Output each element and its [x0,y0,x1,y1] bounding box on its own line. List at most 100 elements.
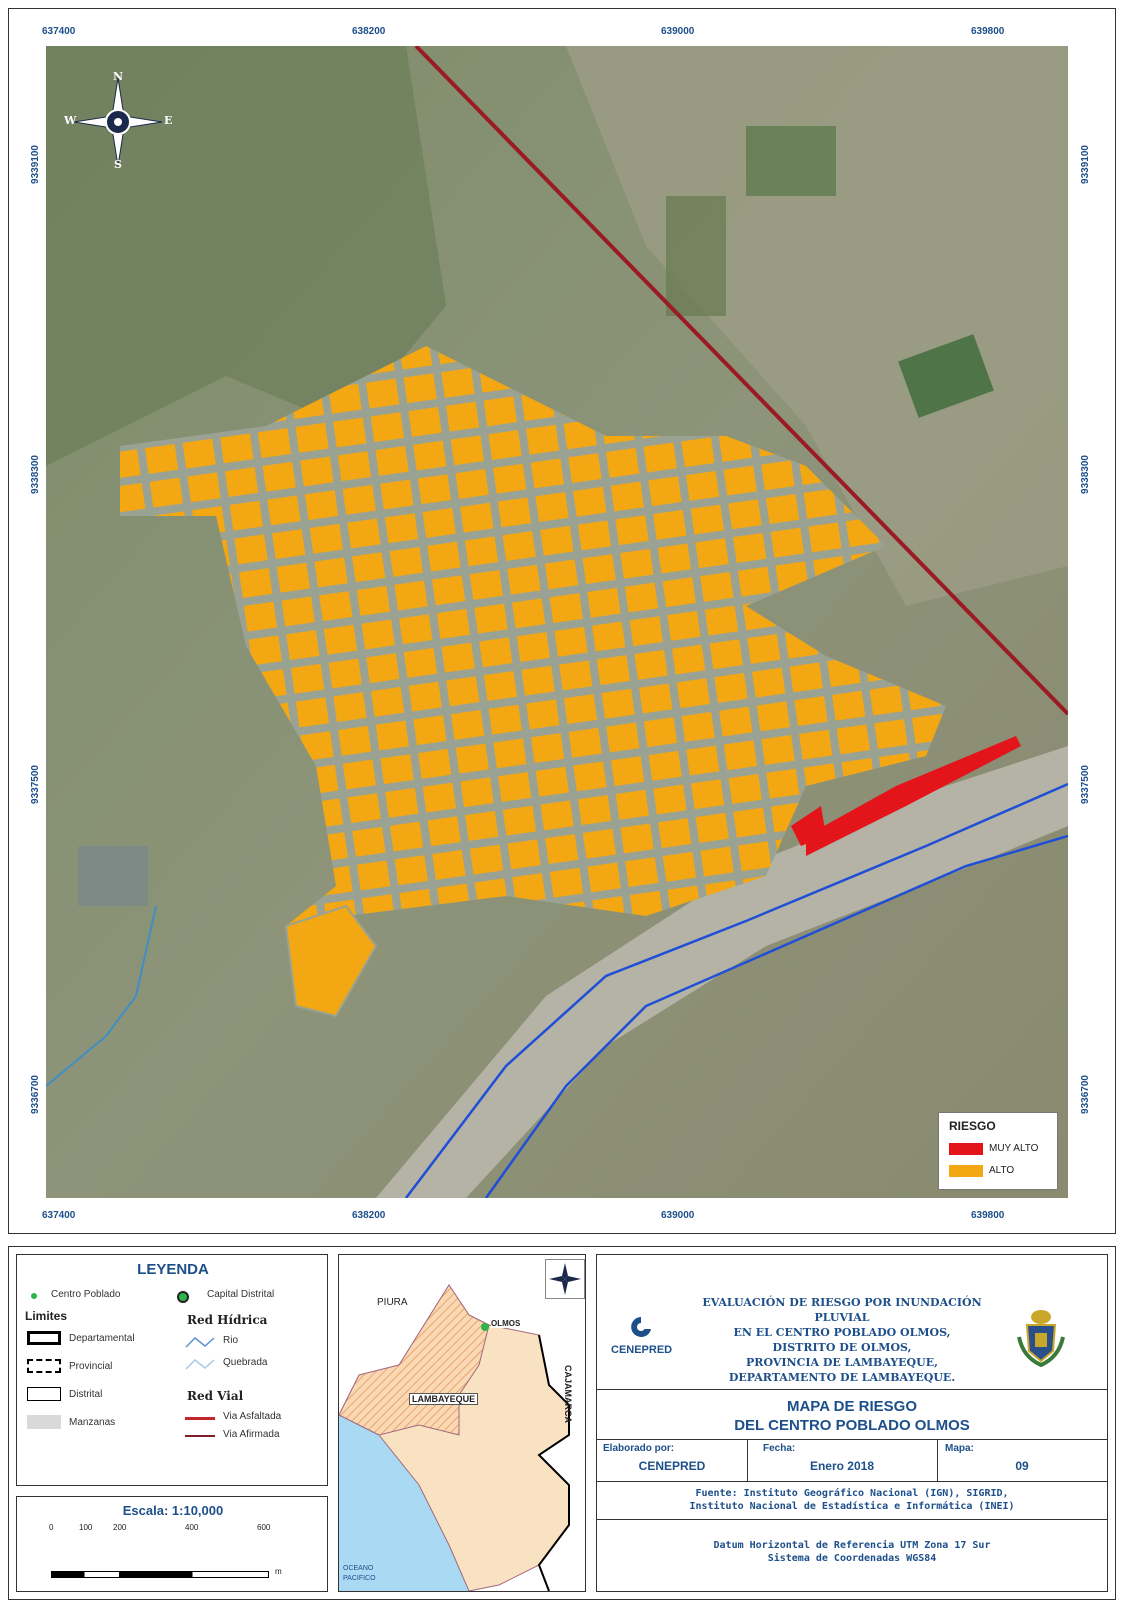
y-tick-right-4: 9336700 [1080,1075,1091,1114]
bottom-panel-frame [8,1246,1116,1600]
y-tick-right-2: 9338300 [1080,455,1091,494]
cenepred-logo-text: CENEPRED [611,1344,673,1356]
x-tick-top-4: 639800 [971,26,1005,37]
map-title: MAPA DE RIESGO DEL CENTRO POBLADO OLMOS [597,1397,1107,1435]
manzanas-swatch [27,1415,61,1429]
description-line-2: EN EL CENTRO POBLADO OLMOS, [733,1326,951,1339]
limites-title: Limites [25,1309,68,1323]
divider-2 [597,1439,1107,1440]
green-field-3 [666,196,726,316]
elaborado-value: CENEPRED [638,1459,706,1473]
inset-compass-icon [549,1263,581,1295]
divider-3 [597,1481,1107,1482]
inset-map-box: PIURA OLMOS LAMBAYEQUE CAJAMARCA OCEANO … [338,1254,586,1592]
river-line-1 [405,782,1068,1198]
distrital-label: Distrital [69,1389,103,1400]
map-frame [8,8,1116,1234]
scale-tick-600: 600 [257,1523,271,1532]
scale-tick-400: 400 [185,1523,199,1532]
x-tick-top-3: 639000 [661,26,695,37]
olmos-point [481,1323,489,1331]
farm-fields [566,46,1068,606]
green-field-1 [746,126,836,196]
stream-line [46,905,157,1087]
scale-tick-0: 0 [49,1523,54,1532]
inset-compass [545,1259,585,1299]
description-block: EVALUACIÓN DE RIESGO POR INUNDACIÓN PLUV… [677,1295,1007,1385]
risk-swatch-muy-alto [949,1143,983,1155]
datum-block: Datum Horizontal de Referencia UTM Zona … [597,1539,1107,1565]
y-tick-left-2: 9338300 [30,455,41,494]
river-line-2 [484,834,1068,1198]
y-tick-right-1: 9339100 [1080,145,1091,184]
elaborado-label: Elaborado por: [603,1443,675,1454]
map-title-line-2: DEL CENTRO POBLADO OLMOS [734,1417,970,1434]
divider-v-2 [937,1439,938,1481]
map-title-line-1: MAPA DE RIESGO [786,1398,917,1415]
centro-poblado-icon [31,1293,37,1299]
divider-v-1 [747,1439,748,1481]
department-border [537,1334,570,1591]
risk-swatch-alto [949,1165,983,1177]
departamental-swatch [27,1331,61,1345]
scale-unit: m [275,1567,282,1576]
urban-blocks-muy-alto-2 [791,806,826,846]
north-arrow: N S W E [64,70,172,171]
capital-distrital-label: Capital Distrital [207,1289,275,1300]
legend-title: LEYENDA [137,1261,209,1278]
risk-label-muy-alto: MUY ALTO [989,1143,1039,1154]
inset-label-pacifico: PACIFICO [343,1575,376,1582]
highway [414,46,1068,716]
description-line-3: DISTRITO DE OLMOS, [772,1341,912,1354]
inset-label-lambayeque: LAMBAYEQUE [409,1393,479,1405]
via-asfaltada-label: Via Asfaltada [223,1411,282,1422]
x-tick-bottom-2: 638200 [352,1210,386,1221]
x-tick-top-1: 637400 [42,26,76,37]
provincial-swatch [27,1359,61,1373]
inset-label-olmos: OLMOS [491,1319,521,1328]
risk-legend-title: RIESGO [949,1119,996,1133]
x-tick-bottom-1: 637400 [42,1210,76,1221]
x-tick-top-2: 638200 [352,26,386,37]
mapa-label: Mapa: [945,1443,974,1454]
urban-blocks-alto [120,346,946,1006]
satellite-map[interactable] [46,46,1068,1198]
inset-map[interactable] [339,1255,585,1591]
compass-e-label: E [164,114,173,127]
x-tick-bottom-4: 639800 [971,1210,1005,1221]
risk-label-alto: ALTO [989,1165,1015,1176]
via-afirmada-swatch [185,1435,215,1437]
fuente-line-1: Fuente: Instituto Geográfico Nacional (I… [695,1488,1009,1499]
via-asfaltada-swatch [185,1417,215,1420]
ocean [339,1415,469,1591]
scale-bar [51,1571,269,1578]
fecha-value: Enero 2018 [809,1459,875,1473]
hills-area [46,46,446,466]
y-tick-left-3: 9337500 [30,765,41,804]
distrital-swatch [27,1387,61,1401]
mapa-value: 09 [1015,1459,1029,1473]
scale-box: Escala: 1:10,000 0 100 200 400 600 m [16,1496,328,1592]
y-tick-left-1: 9339100 [30,145,41,184]
quebrada-icon [185,1358,215,1370]
red-hidrica-title: Red Hídrica [187,1313,268,1327]
datum-line-2: Sistema de Coordenadas WGS84 [767,1553,937,1564]
description-line-1: EVALUACIÓN DE RIESGO POR INUNDACIÓN PLUV… [702,1296,982,1324]
quebrada-label: Quebrada [223,1357,268,1368]
title-block: CENEPRED EVALUACIÓN DE RIESGO POR INUNDA… [596,1254,1108,1592]
description-line-4: PROVINCIA DE LAMBAYEQUE, [746,1356,938,1369]
pond [78,846,148,906]
provincial-label: Provincial [69,1361,113,1372]
cenepred-logo-icon [631,1317,651,1337]
y-tick-left-4: 9336700 [30,1075,41,1114]
rio-label: Rio [223,1335,239,1346]
rio-icon [185,1336,215,1348]
description-line-5: DEPARTAMENTO DE LAMBAYEQUE. [728,1371,956,1384]
datum-line-1: Datum Horizontal de Referencia UTM Zona … [713,1540,991,1551]
inset-label-cajamarca: CAJAMARCA [563,1365,573,1423]
capital-distrital-icon [177,1291,189,1303]
fuente-block: Fuente: Instituto Geográfico Nacional (I… [597,1487,1107,1513]
inset-label-piura: PIURA [377,1297,408,1308]
scale-tick-100: 100 [79,1523,93,1532]
y-tick-right-3: 9337500 [1080,765,1091,804]
